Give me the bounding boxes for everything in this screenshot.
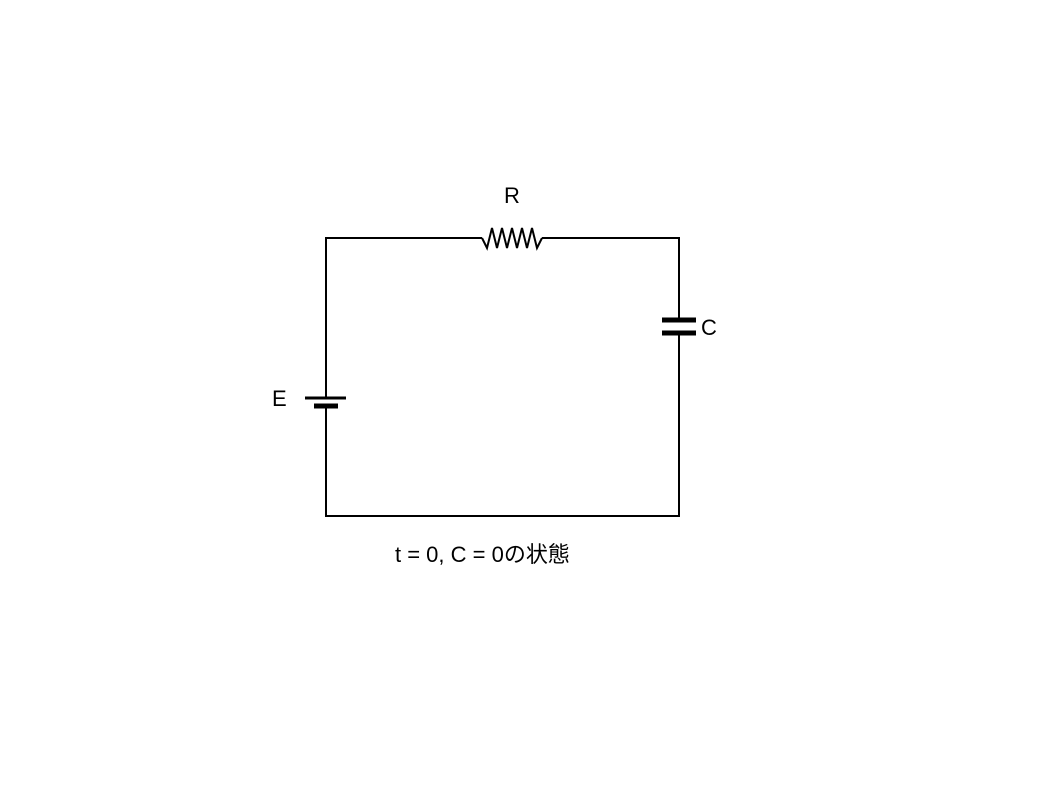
resistor-symbol: [481, 227, 543, 251]
capacitor-label: C: [701, 315, 717, 340]
resistor-label: R: [504, 183, 520, 208]
battery-label: E: [272, 386, 287, 411]
diagram-caption: t = 0, C = 0の状態: [395, 542, 570, 567]
